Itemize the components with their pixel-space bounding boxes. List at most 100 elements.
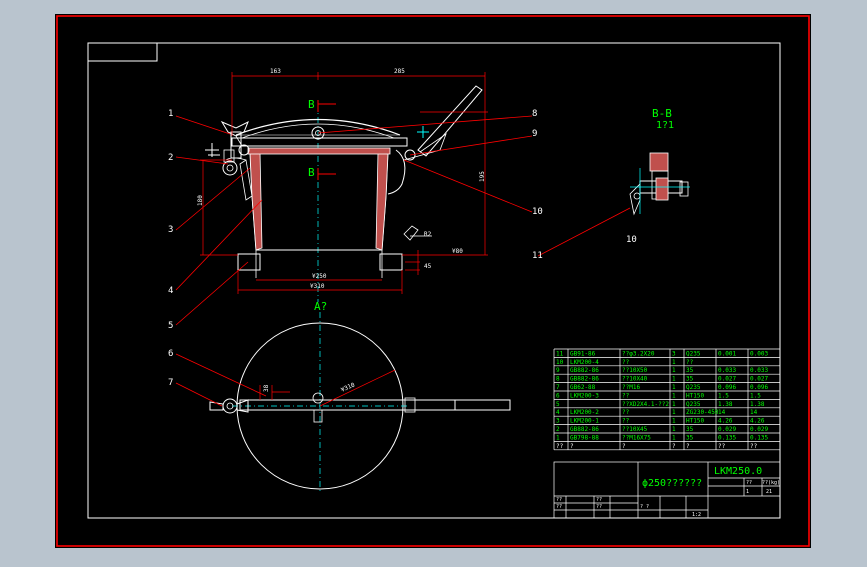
bom-cell-qty: 1 [672, 426, 676, 433]
callout-10: 10 [532, 207, 543, 217]
callout-7: 7 [168, 378, 173, 388]
plan-view [209, 312, 511, 492]
bom-cell-mat: ZG230-450 [686, 409, 719, 416]
callout-4: 4 [168, 286, 173, 296]
bom-cell-no: 11 [556, 350, 564, 357]
bom-cell-qty: 1 [672, 367, 676, 374]
bom-cell-no: 5 [556, 401, 560, 408]
bom-cell-no: 6 [556, 392, 560, 399]
bom-cell-unit: 14 [718, 409, 726, 416]
bom-cell-code: LKM200-1 [570, 418, 599, 425]
callout-3: 3 [168, 225, 173, 235]
bom-cell-mat: 35 [686, 434, 694, 441]
callout-leaders [175, 115, 631, 407]
bom-cell-code: LKM200-2 [570, 409, 599, 416]
dim-phi80: ¥80 [452, 248, 463, 255]
bom-cell-qty: 1 [672, 418, 676, 425]
bom-cell-unit: 1.5 [718, 392, 729, 399]
bom-cell-qty: 1 [672, 409, 676, 416]
bom-cell-total: 0.027 [750, 376, 768, 383]
bom-cell-code: LKM200-4 [570, 359, 599, 366]
dim-195: 195 [479, 171, 486, 182]
bom-cell-unit: 0.027 [718, 376, 736, 383]
bom-cell-total: ?? [750, 443, 758, 450]
bom-cell-total: 1.38 [750, 401, 765, 408]
outer-frame [56, 15, 810, 547]
bom-cell-total: 0.135 [750, 434, 768, 441]
callout-5: 5 [168, 321, 173, 331]
bom-cell-qty: 1 [672, 376, 676, 383]
detail-label: 10 [626, 235, 637, 245]
callout-2: 2 [168, 153, 173, 163]
part-name: ϕ250?????? [642, 478, 702, 489]
bom-cell-code: GB882-86 [570, 426, 599, 433]
title-block [553, 461, 781, 519]
bom-cell-mat: 35 [686, 367, 694, 374]
drawing-canvas [55, 14, 811, 548]
dim-r: R2 [424, 231, 432, 238]
bom-cell-total: 0.033 [750, 367, 768, 374]
bom-cell-no: 9 [556, 367, 560, 374]
tb-label-c: ?? [596, 497, 602, 503]
dim-163: 163 [270, 68, 281, 75]
tb-sheet-total: 21 [766, 489, 772, 495]
front-section-view [200, 72, 488, 302]
bom-cell-no: 4 [556, 409, 560, 416]
bom-cell-no: 10 [556, 359, 564, 366]
bom-cell-name: ??XD2X4.1-??2 [622, 401, 669, 408]
corner-box [87, 42, 158, 62]
callout-8: 8 [532, 109, 537, 119]
tb-bottom-a: ? [640, 504, 643, 510]
bom-cell-no: 3 [556, 418, 560, 425]
bom-cell-mat: Q235 [686, 401, 701, 408]
bom-cell-no: 2 [556, 426, 560, 433]
tb-sheet: 1 [746, 489, 749, 495]
bom-cell-qty: 1 [672, 392, 676, 399]
bom-cell-name: ??M16X75 [622, 434, 651, 441]
bom-cell-mat: HT150 [686, 392, 704, 399]
callout-6: 6 [168, 349, 173, 359]
bom-cell-total: 0.096 [750, 384, 768, 391]
inner-frame [87, 42, 781, 519]
tb-label-b: ?? [556, 504, 562, 510]
tb-label-a: ?? [556, 497, 562, 503]
bom-cell-name: ?? [622, 392, 630, 399]
bom-cell-total: 1.5 [750, 392, 761, 399]
callout-9: 9 [532, 129, 537, 139]
bom-cell-no: ?? [556, 443, 564, 450]
bom-cell-unit: 0.033 [718, 367, 736, 374]
tb-bottom-b: ? [646, 504, 649, 510]
bom-cell-code: LKM200-3 [570, 392, 599, 399]
callout-1: 1 [168, 109, 173, 119]
bom-cell-unit: 0.135 [718, 434, 736, 441]
bom-cell-name: ??10X40 [622, 376, 648, 383]
section-bb-view [629, 152, 690, 216]
bom-cell-code: GB882-86 [570, 376, 599, 383]
dim-38: 38 [263, 384, 270, 392]
tb-weight: ??(kg) [762, 480, 780, 486]
bom-cell-unit: 4.26 [718, 418, 733, 425]
bom-cell-code: GB882-86 [570, 367, 599, 374]
bom-cell-unit: 1.38 [718, 401, 733, 408]
bom-cell-qty: 1 [672, 434, 676, 441]
callout-11: 11 [532, 251, 543, 261]
left-clamp [220, 120, 250, 176]
bom-cell-unit: ?? [718, 443, 726, 450]
bom-cell-name: ?? [622, 409, 630, 416]
bom-cell-code: ? [570, 443, 574, 450]
bom-cell-total: 0.003 [750, 350, 768, 357]
section-mark-bottom: B [308, 166, 315, 179]
bom-cell-unit: 0.001 [718, 350, 736, 357]
bom-cell-qty: 1 [672, 359, 676, 366]
bom-cell-code: GB798-88 [570, 434, 599, 441]
bom-cell-mat: 35 [686, 376, 694, 383]
bom-cell-qty: 3 [672, 350, 676, 357]
bom-cell-qty: 1 [672, 401, 676, 408]
bom-cell-no: 1 [556, 434, 560, 441]
bom-cell-name: ??10X45 [622, 426, 648, 433]
dim-285: 285 [394, 68, 405, 75]
bom-cell-unit: 0.029 [718, 426, 736, 433]
wing-nut [209, 398, 249, 414]
